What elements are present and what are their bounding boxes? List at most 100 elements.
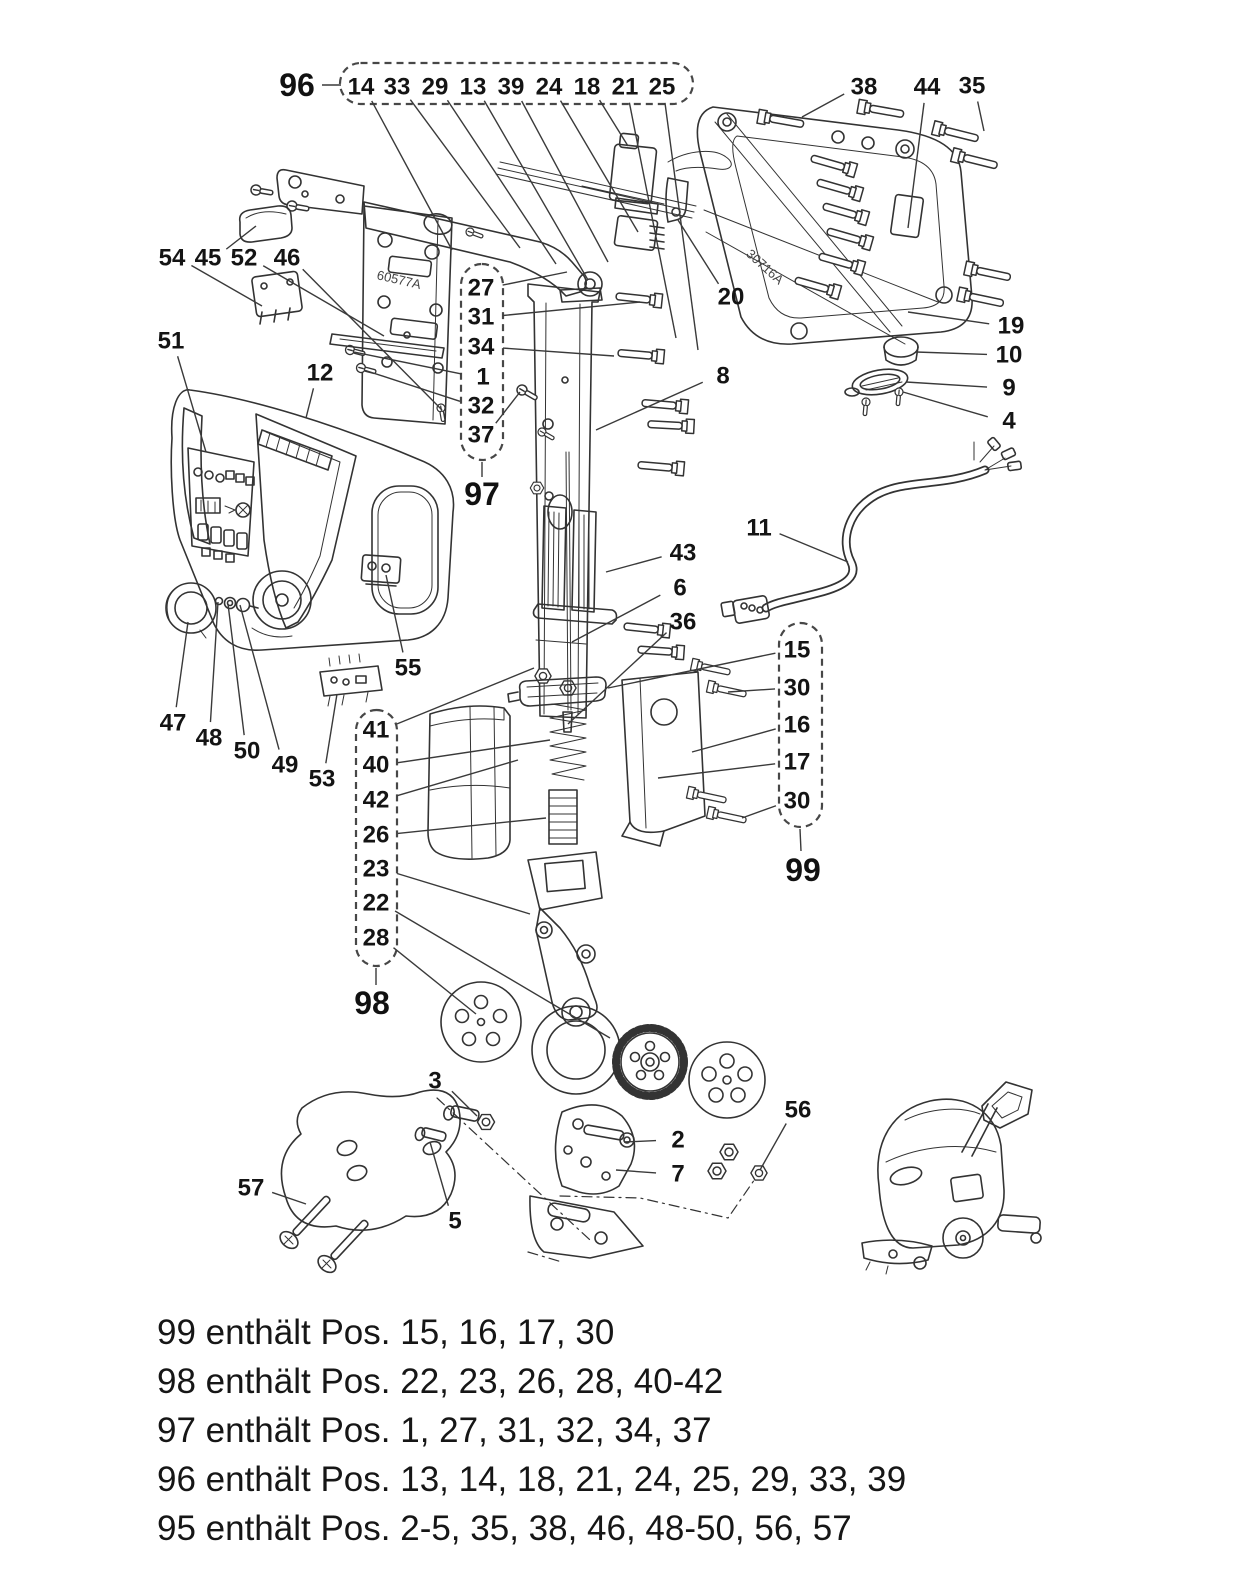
part-label-13: 13 bbox=[460, 74, 487, 101]
panel-screws-30 bbox=[685, 657, 748, 827]
leader-line-54-12 bbox=[191, 264, 263, 307]
part-label-17: 17 bbox=[784, 749, 811, 776]
leader-line-52-14 bbox=[262, 265, 385, 337]
leader-line-49-49 bbox=[239, 604, 280, 750]
part-label-31: 31 bbox=[468, 304, 495, 331]
leader-line-18-6 bbox=[598, 99, 629, 147]
lift-lever bbox=[527, 851, 621, 1095]
leader-line-47-46 bbox=[175, 621, 189, 708]
group-label-99: 99 bbox=[785, 852, 821, 888]
support-pad bbox=[844, 368, 909, 397]
machine-body bbox=[170, 389, 455, 651]
part-label-14: 14 bbox=[348, 74, 375, 101]
leader-line-34-20 bbox=[502, 347, 615, 357]
part-label-19: 19 bbox=[998, 313, 1025, 340]
part-label-53: 53 bbox=[309, 766, 336, 793]
part-label-10: 10 bbox=[996, 342, 1023, 369]
leader-line-5-55 bbox=[429, 1141, 450, 1206]
leader-line-26-42 bbox=[397, 817, 547, 835]
part-label-21: 21 bbox=[612, 74, 639, 101]
solenoid-actuator bbox=[608, 132, 659, 215]
leader-line-41-39 bbox=[396, 667, 535, 725]
mast-column bbox=[527, 283, 601, 719]
part-label-6: 6 bbox=[673, 575, 686, 602]
part-label-37: 37 bbox=[468, 422, 495, 449]
part-label-36: 36 bbox=[670, 609, 697, 636]
leader-line-15-34 bbox=[607, 652, 776, 689]
part-inscription-0: 60577A bbox=[375, 267, 422, 292]
leader-line-17-37 bbox=[657, 763, 776, 779]
leader-line-45-13 bbox=[225, 225, 257, 250]
part-label-28: 28 bbox=[363, 925, 390, 952]
leader-line-40-40 bbox=[397, 739, 551, 764]
gear-wheel bbox=[612, 1024, 688, 1100]
pedal-plate bbox=[507, 676, 607, 707]
pin-3 bbox=[443, 1105, 480, 1122]
leader-line-48-47 bbox=[209, 601, 219, 723]
console-panel bbox=[187, 447, 255, 563]
set-screw-48 bbox=[214, 596, 224, 606]
part-label-43: 43 bbox=[670, 540, 697, 567]
nuts-56 bbox=[707, 1143, 768, 1181]
knob-49 bbox=[235, 597, 259, 613]
leader-line-14-0 bbox=[371, 100, 453, 251]
leader-line-56-57 bbox=[759, 1123, 787, 1171]
leader-line-38-9 bbox=[801, 93, 845, 118]
part-label-29: 29 bbox=[422, 74, 449, 101]
part-label-30: 30 bbox=[784, 675, 811, 702]
part-label-23: 23 bbox=[363, 856, 390, 883]
rubber-foot bbox=[883, 336, 919, 366]
leader-line-16-36 bbox=[691, 728, 776, 753]
leader-line-6-31 bbox=[571, 594, 661, 643]
part-label-32: 32 bbox=[468, 393, 495, 420]
leader-line-20-24 bbox=[677, 219, 720, 285]
wiring-harness bbox=[720, 436, 1023, 624]
battery-compartment-frame bbox=[696, 106, 973, 345]
leader-line-23-43 bbox=[396, 872, 531, 915]
part-label-49: 49 bbox=[272, 752, 299, 779]
side-panel bbox=[621, 671, 706, 847]
leader-line-42-41 bbox=[396, 759, 519, 797]
group-box-97 bbox=[459, 262, 505, 462]
legend-line-98: 98 enthält Pos. 22, 23, 26, 28, 40-42 bbox=[157, 1362, 724, 1401]
top-strap bbox=[249, 168, 365, 215]
lever-arm bbox=[363, 201, 603, 303]
leader-line-9-28 bbox=[905, 381, 988, 388]
leader-line-35-11 bbox=[976, 101, 985, 132]
kit-contents-legend: 99 enthält Pos. 15, 16, 17, 30 98 enthäl… bbox=[157, 1308, 906, 1553]
part-label-12: 12 bbox=[307, 360, 334, 387]
leader-line-21-7 bbox=[628, 102, 677, 339]
part-label-51: 51 bbox=[158, 328, 185, 355]
leader-line-30-35 bbox=[727, 688, 776, 693]
group-label-96: 96 bbox=[279, 67, 315, 103]
leader-line-46-15 bbox=[302, 268, 443, 411]
drive-disc bbox=[440, 981, 522, 1063]
group-box-98 bbox=[354, 708, 399, 968]
leader-line-32-22 bbox=[363, 369, 461, 402]
part-label-22: 22 bbox=[363, 890, 390, 917]
micro-switch-54 bbox=[251, 270, 303, 325]
part-label-3: 3 bbox=[428, 1068, 441, 1095]
leader-line-31-19 bbox=[502, 301, 641, 317]
group-label-98: 98 bbox=[354, 985, 390, 1021]
pulley-disc bbox=[688, 1041, 766, 1119]
part-label-1: 1 bbox=[476, 364, 489, 391]
part-label-34: 34 bbox=[468, 334, 495, 361]
leader-line-53-50 bbox=[325, 693, 338, 764]
leader-line-8-25 bbox=[595, 381, 704, 431]
caster-mount-plate bbox=[280, 1089, 461, 1232]
part-label-40: 40 bbox=[363, 752, 390, 779]
leader-line-27-18 bbox=[502, 271, 568, 286]
part-label-38: 38 bbox=[851, 74, 878, 101]
hook-wire bbox=[667, 150, 732, 172]
part-label-48: 48 bbox=[196, 725, 223, 752]
part-label-27: 27 bbox=[468, 275, 495, 302]
part-label-16: 16 bbox=[784, 712, 811, 739]
control-pcb bbox=[319, 653, 383, 707]
legend-line-95: 95 enthält Pos. 2-5, 35, 38, 46, 48-50, … bbox=[157, 1509, 852, 1548]
leader-line-12-17 bbox=[305, 388, 315, 419]
leader-line-24-5 bbox=[559, 100, 639, 233]
group-connector-99 bbox=[799, 828, 802, 852]
